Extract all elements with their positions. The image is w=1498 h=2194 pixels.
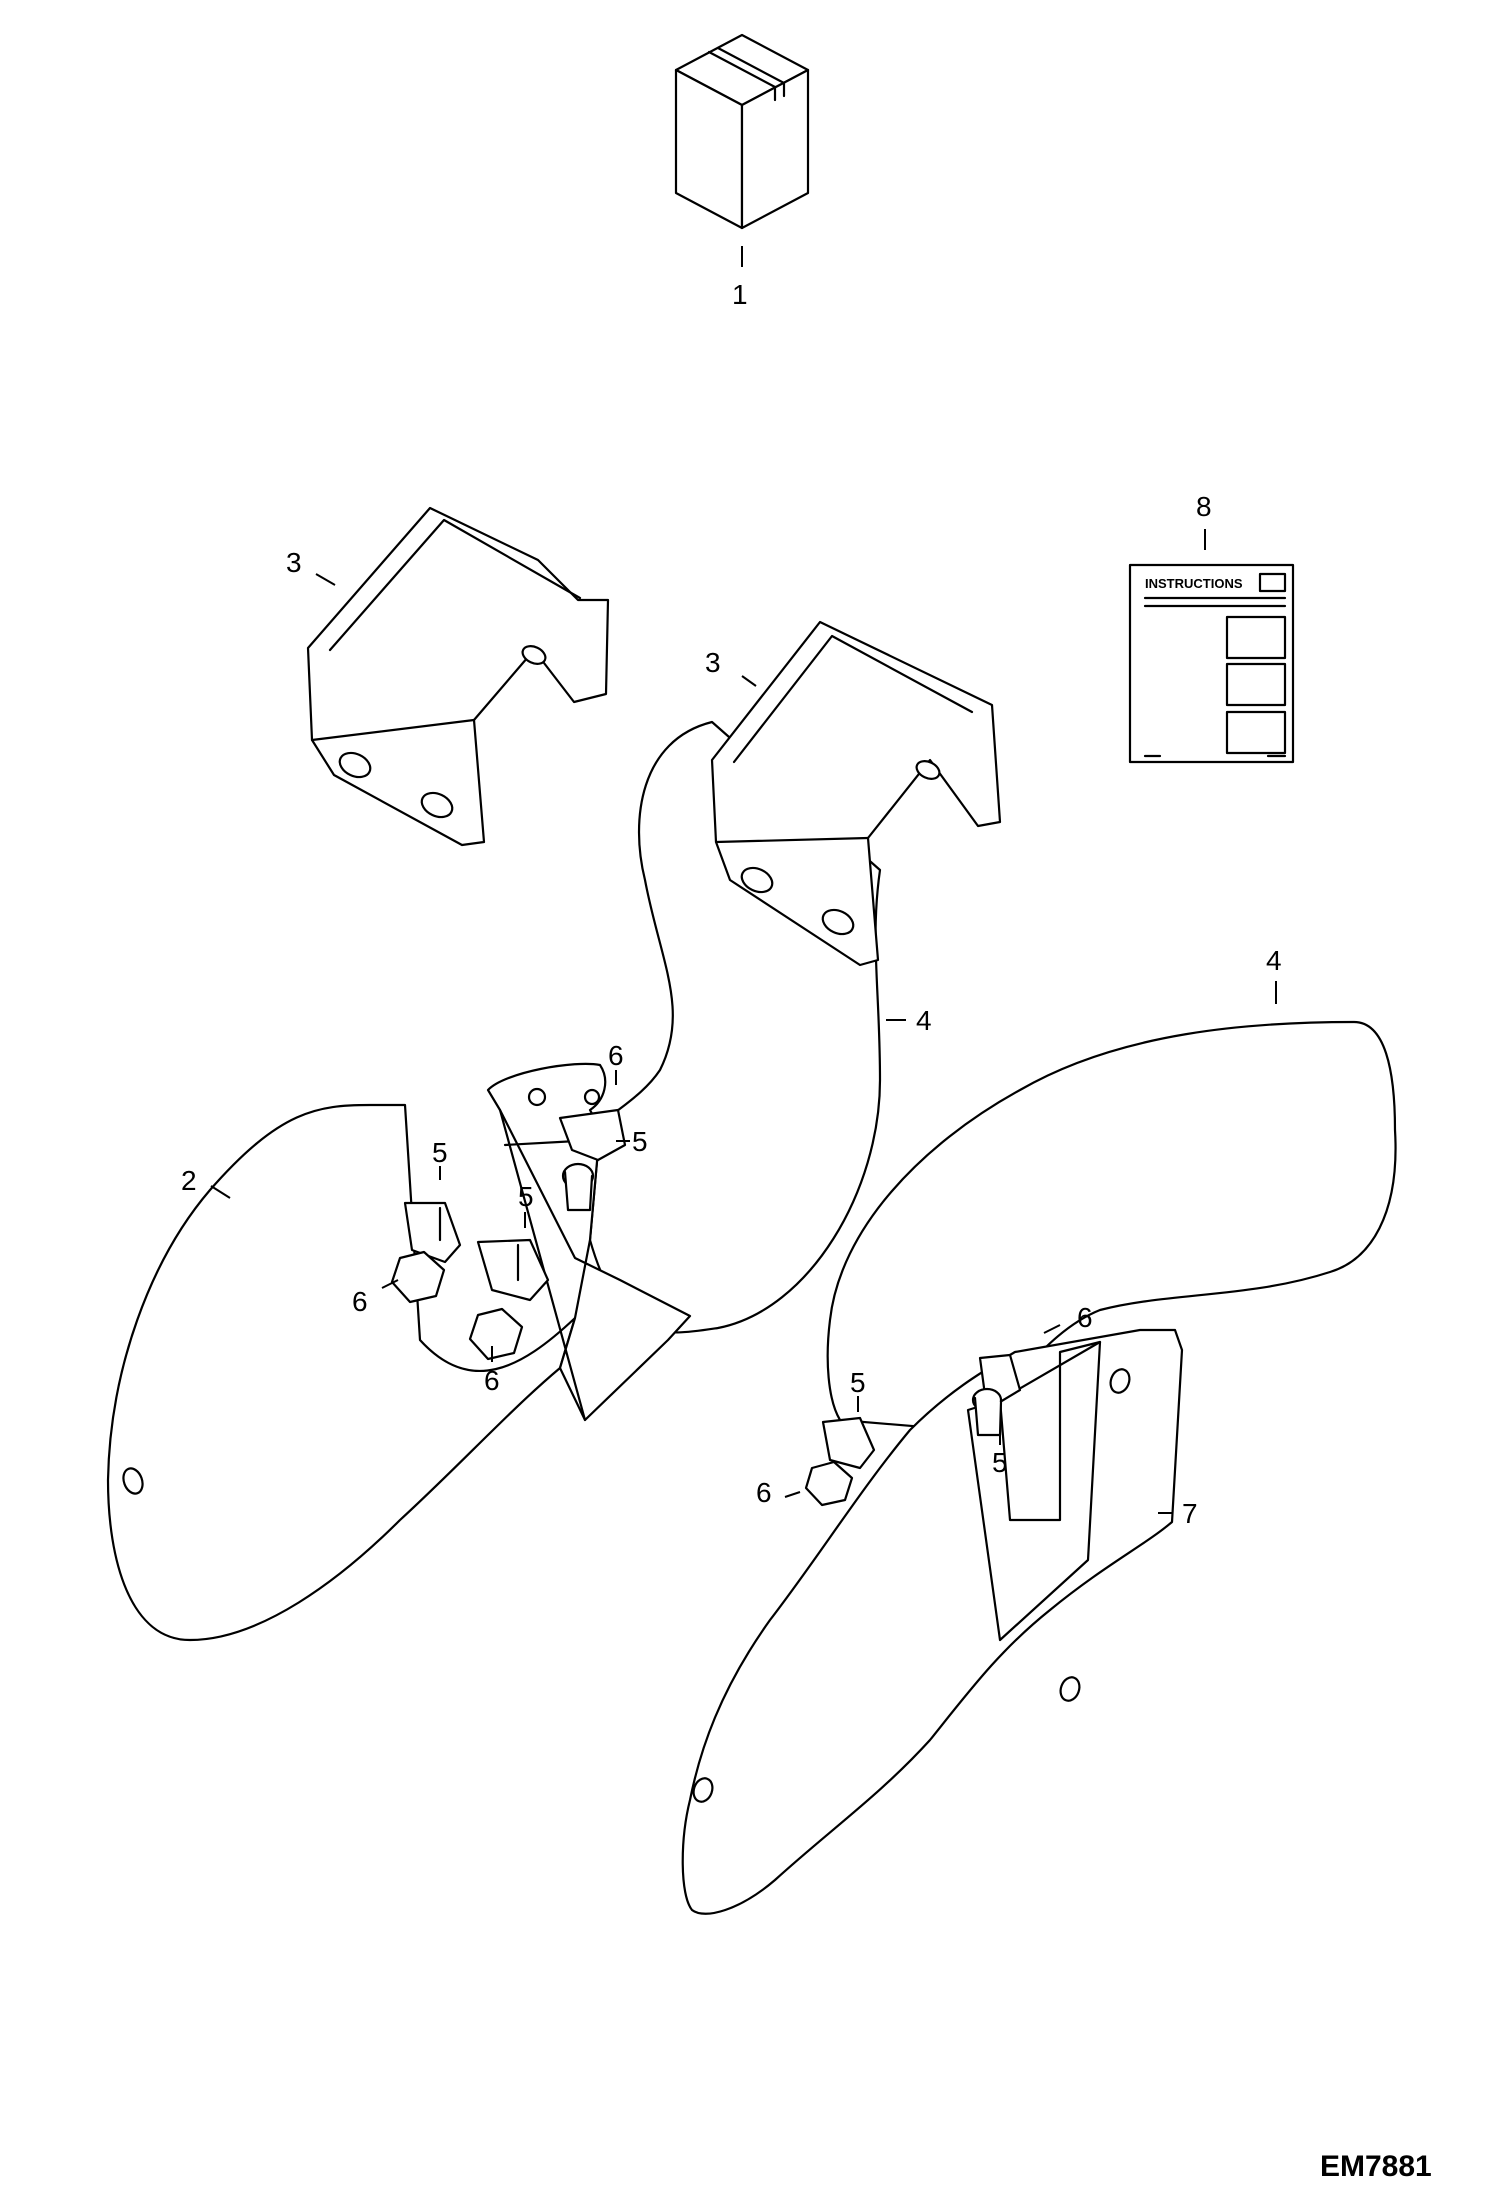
bolts-right [804, 1387, 1003, 1507]
callout-4-upper: 4 [916, 1005, 932, 1036]
bracket-right [710, 620, 1002, 967]
callout-5-d: 5 [992, 1447, 1008, 1478]
callout-8: 8 [1196, 491, 1212, 522]
kit-box [674, 33, 810, 230]
bracket-left [306, 506, 610, 847]
callout-3-left: 3 [286, 547, 302, 578]
callout-6-a: 6 [352, 1286, 368, 1317]
clamps-left [403, 1108, 627, 1302]
callout-6-e: 6 [756, 1477, 772, 1508]
bolts-left [390, 1162, 595, 1361]
callout-6-d: 6 [1077, 1302, 1093, 1333]
leader-lines [210, 246, 1277, 1514]
instructions-title: INSTRUCTIONS [1145, 576, 1243, 591]
callout-1: 1 [732, 279, 748, 310]
callout-5-e: 5 [850, 1367, 866, 1398]
mounting-plate-right [681, 1328, 1184, 1915]
callout-6-b: 6 [484, 1365, 500, 1396]
mounting-plate-left [106, 1103, 577, 1642]
callout-5-b: 5 [518, 1181, 534, 1212]
callout-3-right: 3 [705, 647, 721, 678]
callout-2: 2 [181, 1165, 197, 1196]
callout-5-a: 5 [432, 1137, 448, 1168]
callout-6-c: 6 [608, 1040, 624, 1071]
callout-4-lower: 4 [1266, 945, 1282, 976]
callout-7: 7 [1182, 1498, 1198, 1529]
drawing-reference: EM7881 [1320, 2150, 1432, 2183]
instructions-sheet: INSTRUCTIONS [1128, 563, 1295, 764]
callout-5-c: 5 [632, 1126, 648, 1157]
